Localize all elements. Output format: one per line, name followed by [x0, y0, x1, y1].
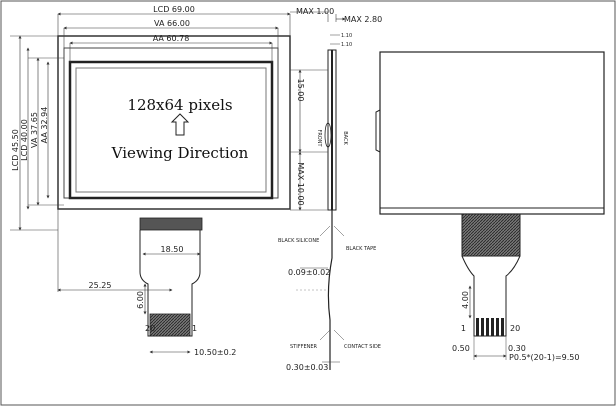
fpc-offset-label: 25.25 — [89, 281, 112, 290]
fpc-contacts — [149, 313, 191, 337]
display-inner — [75, 67, 267, 193]
pin-length-label: 4.00 — [461, 291, 470, 309]
side-core — [331, 50, 333, 210]
fpc-bond-area — [139, 217, 203, 231]
fpc-thickness-label: 0.09±0.02 — [288, 268, 330, 277]
aa-outline — [68, 60, 274, 200]
connector-width-label: 10.50±0.2 — [194, 348, 236, 357]
fpc-length-label: 6.00 — [136, 291, 145, 309]
va-height-label: VA 37.65 — [30, 112, 39, 148]
back-label: BACK — [342, 131, 348, 145]
fpc-width-label: 18.50 — [161, 245, 184, 254]
pitch-label: P0.5*(20-1)=9.50 — [509, 353, 579, 362]
black-silicone-label: BLACK SILICONE — [278, 238, 319, 244]
max-thickness-label: MAX 2.80 — [344, 15, 382, 24]
back-pin-last: 20 — [510, 324, 520, 333]
left-margin-label: 0.50 — [452, 344, 470, 353]
height-15-label: 15.00 — [296, 79, 305, 102]
max-10-label: MAX 10.00 — [296, 162, 305, 205]
resolution-label: 128x64 pixels — [127, 96, 232, 114]
front-pin-last: 1 — [192, 324, 197, 333]
back-pin-first: 1 — [461, 324, 466, 333]
back-fpc-tail — [461, 255, 521, 337]
viewing-arrow-icon — [170, 113, 190, 136]
max-total-label: MAX 1.00 — [296, 7, 334, 16]
lcd-height-label: LCD 45.50 — [11, 129, 20, 171]
layer-1-label: 1.10 — [341, 33, 352, 39]
right-margin-label: 0.30 — [508, 344, 526, 353]
lcd-width-label: LCD 69.00 — [153, 5, 195, 14]
va-outline — [63, 47, 279, 199]
side-view: FRONT BACK MAX 1.00 MAX 2.80 1.10 1.10 1… — [278, 7, 382, 372]
back-panel — [379, 51, 605, 215]
va-width-label: VA 66.00 — [154, 19, 190, 28]
front-label: FRONT — [316, 129, 322, 147]
viewing-direction-label: Viewing Direction — [111, 144, 249, 162]
side-tab — [375, 109, 381, 153]
black-tape-label: BLACK TAPE — [346, 246, 376, 252]
front-view: LCD 69.00 VA 66.00 AA 60.78 LCD 45.50 LC… — [10, 5, 291, 357]
stiffener-label: STIFFENER — [290, 344, 318, 350]
side-fpc-line — [327, 210, 333, 370]
contact-side-label: CONTACT SIDE — [344, 344, 381, 350]
front-pin-first: 20 — [145, 324, 155, 333]
back-fpc-bond — [461, 213, 521, 257]
aa-height-label: AA 32.94 — [40, 107, 49, 144]
stiffener-thickness-label: 0.30±0.03 — [286, 363, 328, 372]
back-view: 1 20 4.00 0.50 0.30 P0.5*(20-1)=9.50 — [375, 51, 605, 362]
lcd-outline — [57, 35, 291, 210]
layer-2-label: 1.10 — [341, 42, 352, 48]
lcd-inner-height-label: LCD 40.00 — [20, 119, 29, 161]
back-fpc-pins — [476, 318, 504, 336]
aa-width-label: AA 60.78 — [153, 34, 190, 43]
